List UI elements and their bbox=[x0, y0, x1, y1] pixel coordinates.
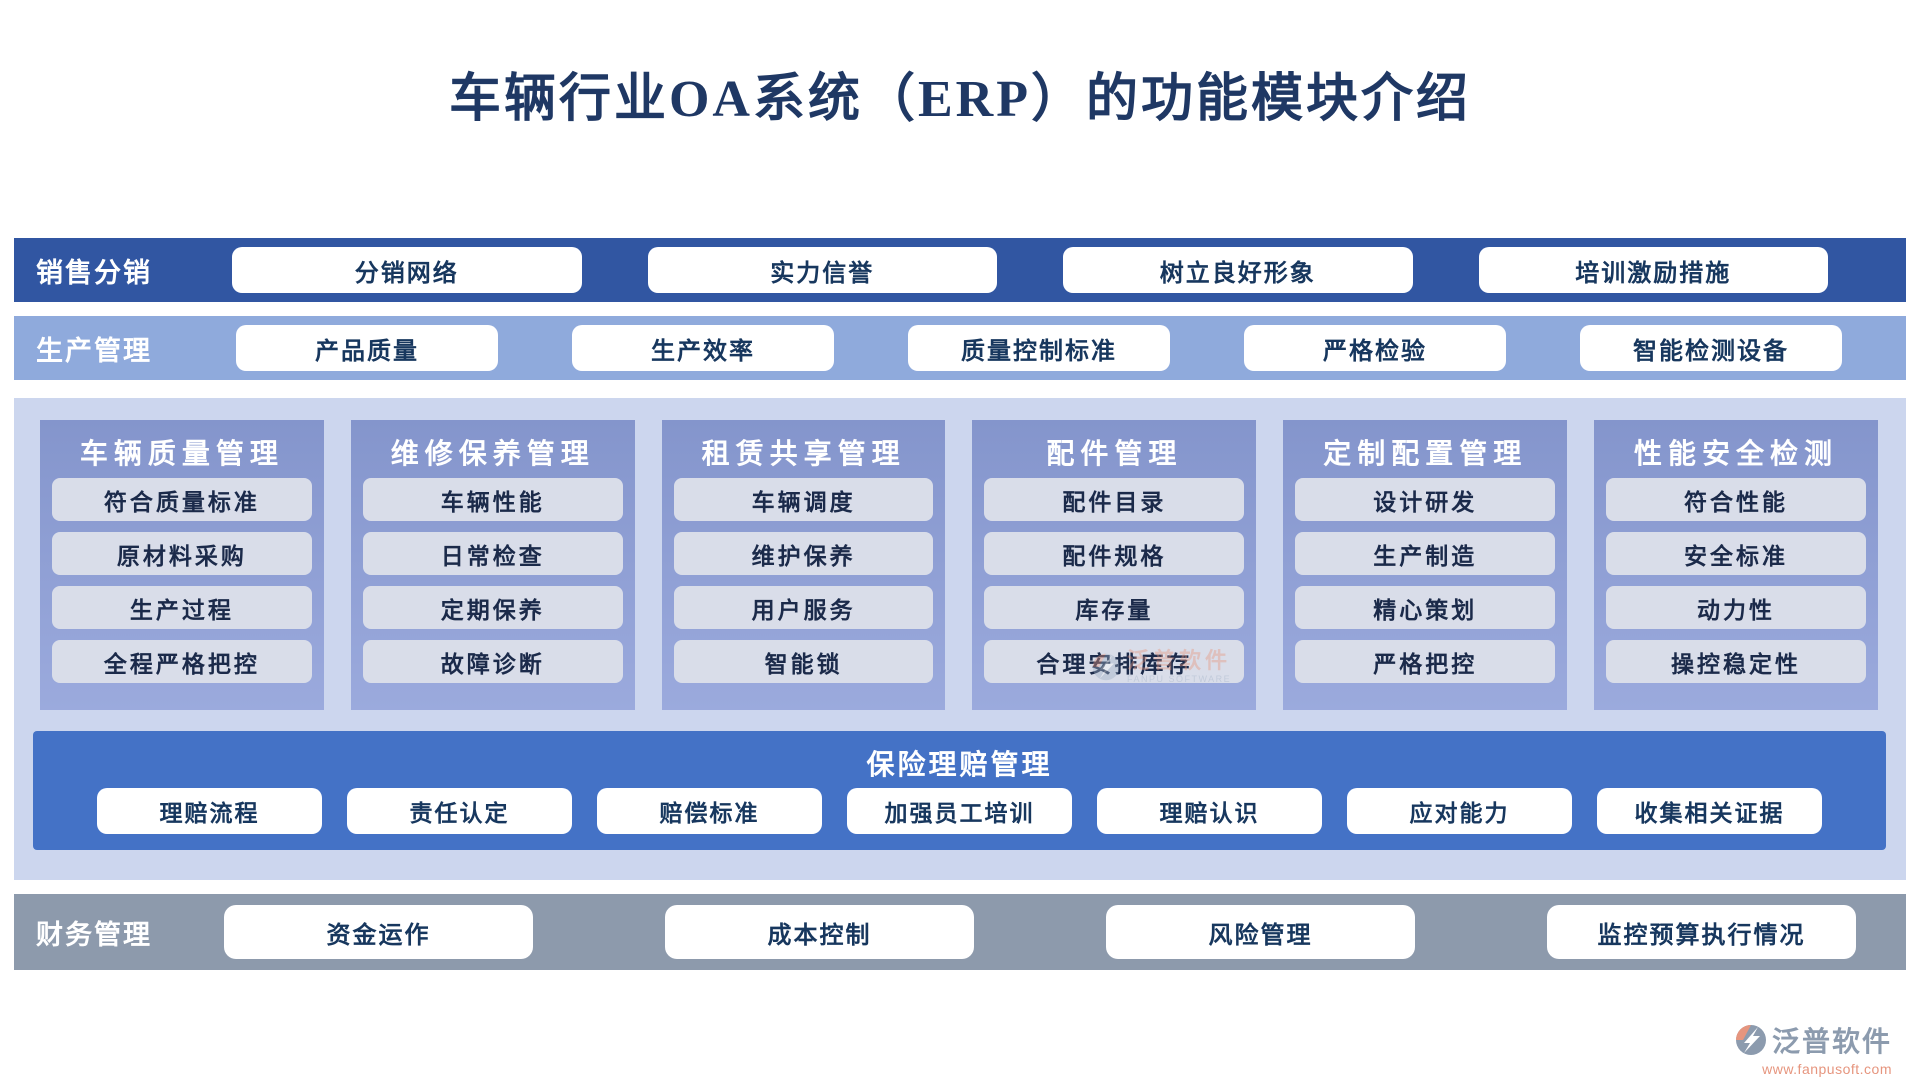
module-item: 生产过程 bbox=[52, 586, 312, 629]
module-panel-maintenance: 维修保养管理 车辆性能 日常检查 定期保养 故障诊断 bbox=[350, 420, 635, 710]
finance-band-items: 资金运作 成本控制 风险管理 监控预算执行情况 bbox=[188, 905, 1906, 959]
finance-item-cost-control: 成本控制 bbox=[665, 905, 974, 959]
module-item: 定期保养 bbox=[362, 586, 623, 629]
module-item: 库存量 bbox=[984, 586, 1245, 629]
finance-item-budget-monitoring: 监控预算执行情况 bbox=[1547, 905, 1856, 959]
module-panel-rental-sharing: 租赁共享管理 车辆调度 维护保养 用户服务 智能锁 bbox=[661, 420, 946, 710]
module-item: 符合性能 bbox=[1606, 478, 1866, 521]
production-management-band: 生产管理 产品质量 生产效率 质量控制标准 严格检验 智能检测设备 bbox=[14, 316, 1906, 380]
module-panels: 车辆质量管理 符合质量标准 原材料采购 生产过程 全程严格把控 维修保养管理 车… bbox=[40, 420, 1878, 710]
fanpu-logo-icon bbox=[1735, 1025, 1766, 1055]
sales-band-items: 分销网络 实力信誉 树立良好形象 培训激励措施 bbox=[188, 247, 1906, 293]
insurance-band-title: 保险理赔管理 bbox=[866, 749, 1053, 780]
sales-item-training-incentive: 培训激励措施 bbox=[1478, 247, 1828, 293]
module-item: 安全标准 bbox=[1606, 532, 1866, 575]
insurance-item-evidence-collection: 收集相关证据 bbox=[1597, 788, 1822, 834]
production-band-items: 产品质量 生产效率 质量控制标准 严格检验 智能检测设备 bbox=[188, 325, 1906, 371]
module-item: 故障诊断 bbox=[362, 640, 623, 683]
finance-item-risk-management: 风险管理 bbox=[1106, 905, 1415, 959]
module-item: 原材料采购 bbox=[52, 532, 312, 575]
module-title: 维修保养管理 bbox=[390, 438, 595, 469]
finance-band-label: 财务管理 bbox=[36, 919, 152, 950]
finance-item-capital-operation: 资金运作 bbox=[224, 905, 533, 959]
module-item: 配件规格 bbox=[984, 532, 1245, 575]
page-title: 车辆行业OA系统（ERP）的功能模块介绍 bbox=[448, 71, 1471, 128]
insurance-item-response-capability: 应对能力 bbox=[1347, 788, 1572, 834]
module-item: 智能锁 bbox=[673, 640, 934, 683]
module-panel-performance-safety: 性能安全检测 符合性能 安全标准 动力性 操控稳定性 bbox=[1594, 420, 1878, 710]
insurance-item-claims-awareness: 理赔认识 bbox=[1097, 788, 1322, 834]
module-item: 设计研发 bbox=[1295, 478, 1556, 521]
module-item: 配件目录 bbox=[984, 478, 1245, 521]
module-item: 精心策划 bbox=[1295, 586, 1556, 629]
fanpu-logo: 泛普软件 www.fanpusoft.com bbox=[1734, 1020, 1892, 1077]
module-item: 符合质量标准 bbox=[52, 478, 312, 521]
module-item: 日常检查 bbox=[362, 532, 623, 575]
fanpu-logo-row: 泛普软件 bbox=[1734, 1020, 1892, 1060]
module-title: 定制配置管理 bbox=[1323, 438, 1528, 469]
modules-section: 车辆质量管理 符合质量标准 原材料采购 生产过程 全程严格把控 维修保养管理 车… bbox=[14, 398, 1906, 880]
module-panel-vehicle-quality: 车辆质量管理 符合质量标准 原材料采购 生产过程 全程严格把控 bbox=[40, 420, 324, 710]
module-title: 租赁共享管理 bbox=[701, 438, 906, 469]
insurance-item-claims-process: 理赔流程 bbox=[97, 788, 322, 834]
insurance-claims-band: 保险理赔管理 理赔流程 责任认定 赔偿标准 加强员工培训 理赔认识 应对能力 收… bbox=[33, 731, 1886, 850]
production-item-smart-detection-equipment: 智能检测设备 bbox=[1580, 325, 1842, 371]
production-item-efficiency: 生产效率 bbox=[572, 325, 834, 371]
module-panel-custom-config: 定制配置管理 设计研发 生产制造 精心策划 严格把控 bbox=[1283, 420, 1568, 710]
module-panel-parts: 配件管理 配件目录 配件规格 库存量 合理安排库存 bbox=[972, 420, 1257, 710]
module-title: 车辆质量管理 bbox=[79, 438, 284, 469]
insurance-item-staff-training: 加强员工培训 bbox=[847, 788, 1072, 834]
module-item: 合理安排库存 bbox=[984, 640, 1245, 683]
sales-item-good-image: 树立良好形象 bbox=[1063, 247, 1413, 293]
finance-management-band: 财务管理 资金运作 成本控制 风险管理 监控预算执行情况 bbox=[14, 894, 1906, 970]
module-item: 全程严格把控 bbox=[52, 640, 312, 683]
insurance-item-compensation-standard: 赔偿标准 bbox=[597, 788, 822, 834]
module-title: 配件管理 bbox=[1046, 438, 1183, 469]
insurance-band-items: 理赔流程 责任认定 赔偿标准 加强员工培训 理赔认识 应对能力 收集相关证据 bbox=[97, 788, 1822, 834]
module-item: 生产制造 bbox=[1295, 532, 1556, 575]
production-item-quality-control-standard: 质量控制标准 bbox=[908, 325, 1170, 371]
module-item: 维护保养 bbox=[673, 532, 934, 575]
production-band-label: 生产管理 bbox=[36, 335, 152, 366]
module-item: 严格把控 bbox=[1295, 640, 1556, 683]
fanpu-logo-url: www.fanpusoft.com bbox=[1762, 1061, 1892, 1077]
fanpu-logo-label: 泛普软件 bbox=[1771, 1026, 1892, 1057]
module-item: 车辆调度 bbox=[673, 478, 934, 521]
production-item-strict-inspection: 严格检验 bbox=[1244, 325, 1506, 371]
module-title: 性能安全检测 bbox=[1634, 438, 1839, 469]
insurance-item-liability-determination: 责任认定 bbox=[347, 788, 572, 834]
production-item-product-quality: 产品质量 bbox=[236, 325, 498, 371]
sales-distribution-band: 销售分销 分销网络 实力信誉 树立良好形象 培训激励措施 bbox=[14, 238, 1906, 302]
module-item: 操控稳定性 bbox=[1606, 640, 1866, 683]
sales-band-label: 销售分销 bbox=[36, 257, 152, 288]
sales-item-strength-reputation: 实力信誉 bbox=[647, 247, 997, 293]
module-item: 车辆性能 bbox=[362, 478, 623, 521]
sales-item-distribution-network: 分销网络 bbox=[232, 247, 582, 293]
module-item: 用户服务 bbox=[673, 586, 934, 629]
module-item: 动力性 bbox=[1606, 586, 1866, 629]
